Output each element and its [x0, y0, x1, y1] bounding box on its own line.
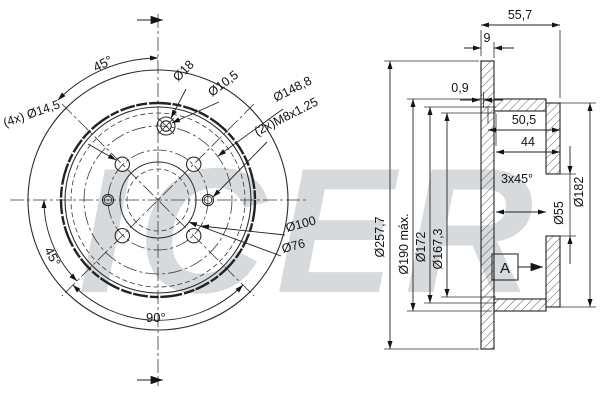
angle-bottom-label: 90° — [146, 310, 166, 325]
angle-arc-top-left — [57, 55, 159, 101]
lug-holes — [114, 156, 202, 244]
dim-drum-max-diameter: Ø190 máx. — [397, 213, 411, 274]
dim-offset: 0,9 — [451, 81, 468, 95]
dim-drum-diameter-2: Ø172 — [414, 232, 428, 263]
detail-marker-label: A — [500, 260, 510, 277]
thread-holes — [101, 193, 215, 207]
dim-chamfer: 3x45° — [501, 172, 533, 186]
dim-outer-diameter: Ø257,7 — [373, 216, 387, 257]
angle-arc-bottom — [72, 284, 244, 321]
bolt-circle — [107, 149, 209, 251]
center-bore-label: Ø76 — [280, 236, 306, 256]
pin-hole — [156, 116, 176, 136]
detail-marker: A — [491, 253, 543, 281]
angle-arc-bottom-left — [41, 199, 78, 282]
dim-depth-inner: 44 — [521, 135, 535, 149]
angle-bottom-left-label: 45° — [41, 244, 63, 268]
locating-circle — [83, 125, 233, 275]
dim-overall-width: 55,7 — [508, 8, 532, 22]
dim-hub-flange-diameter: Ø182 — [572, 177, 586, 208]
pin-hole-label: Ø10,5 — [205, 68, 241, 100]
section-hub-flange-top — [545, 102, 561, 175]
dim-disc-thickness: 9 — [484, 31, 491, 45]
dim-drum-diameter-1: Ø167,3 — [431, 228, 445, 269]
dimension-lines-vertical — [387, 60, 593, 350]
leader-lines — [87, 88, 286, 257]
section-disc-band — [480, 60, 495, 350]
section-drum-wall-bottom — [493, 298, 547, 312]
dim-depth-outer: 50,5 — [512, 113, 536, 127]
section-view: 55,7 9 0,9 50,5 44 3x45° Ø257,7 Ø190 máx… — [373, 8, 596, 350]
center-bore-circle — [119, 161, 197, 239]
hidden-circle-inner — [126, 168, 190, 232]
lug-holes-label: (4x) Ø14,5 — [1, 97, 61, 129]
section-drum-wall-top — [493, 98, 547, 112]
dim-center-bore: Ø55 — [552, 201, 566, 225]
front-view: 45° 45° 90° (4x) Ø14,5 Ø18 Ø10,5 Ø148,8 … — [1, 14, 320, 386]
angle-top-left-label: 45° — [91, 52, 115, 74]
boss-label: Ø18 — [170, 57, 197, 84]
section-hub-flange-bottom — [545, 235, 561, 308]
watermark-text: ICER — [78, 131, 543, 330]
dimension-lines-horizontal — [460, 22, 561, 215]
